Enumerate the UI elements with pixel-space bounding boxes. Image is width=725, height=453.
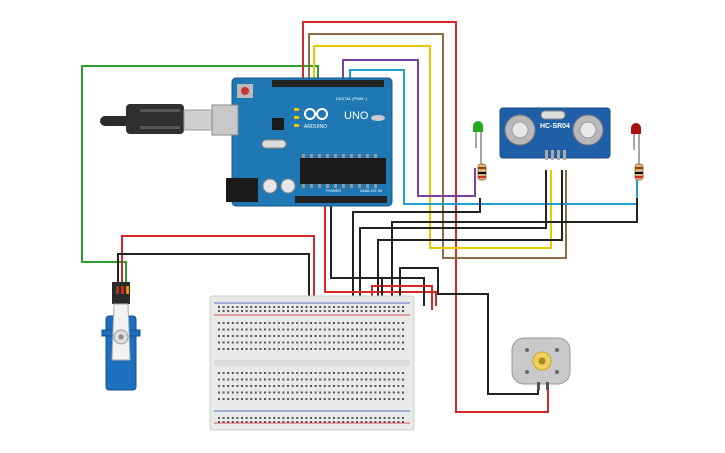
breadboard-holes	[218, 306, 404, 423]
wire-yellow-sensor[interactable]	[313, 45, 552, 249]
sensor-label: HC-SR04	[540, 123, 570, 130]
wires	[81, 21, 638, 413]
usb-cable-icon[interactable]	[100, 104, 217, 134]
servo-motor-icon[interactable]	[101, 282, 141, 391]
arduino-model-label: UNO	[344, 110, 369, 122]
arduino-uno-board[interactable]: ARDUINO UNO DIGITAL (PWM~) POWER ANALOG …	[211, 77, 393, 207]
breadboard-icon[interactable]	[209, 295, 415, 431]
wire-green-servo-signal[interactable]	[81, 65, 319, 282]
arduino-logo-icon	[304, 108, 328, 120]
wire-black-led-red[interactable]	[391, 198, 638, 306]
arduino-power-label: POWER	[326, 188, 341, 193]
wire-black-led-green[interactable]	[352, 198, 481, 306]
wire-black-servo[interactable]	[117, 253, 310, 310]
wire-black-gnd[interactable]	[330, 203, 425, 306]
arduino-digital-label: DIGITAL (PWM~)	[336, 96, 368, 101]
wire-brown-sensor[interactable]	[308, 33, 567, 259]
arduino-analog-label: ANALOG IN	[360, 188, 382, 193]
wire-black-motor[interactable]	[399, 267, 539, 395]
resistor-green-led[interactable]	[477, 163, 487, 181]
wire-red-servo[interactable]	[121, 235, 315, 310]
red-led[interactable]	[631, 123, 641, 170]
green-led[interactable]	[473, 121, 483, 170]
dc-motor-icon[interactable]	[511, 337, 571, 390]
resistor-red-led[interactable]	[634, 163, 644, 181]
wire-red-power[interactable]	[324, 203, 437, 306]
wire-black-sensor-gnd[interactable]	[377, 170, 563, 306]
wire-purple-led[interactable]	[342, 59, 476, 197]
wire-black-sensor-2[interactable]	[359, 170, 547, 306]
wire-red-motor[interactable]	[302, 21, 549, 413]
arduino-brand-label: ARDUINO	[304, 124, 327, 130]
ultrasonic-sensor[interactable]: HC-SR04	[499, 107, 611, 160]
